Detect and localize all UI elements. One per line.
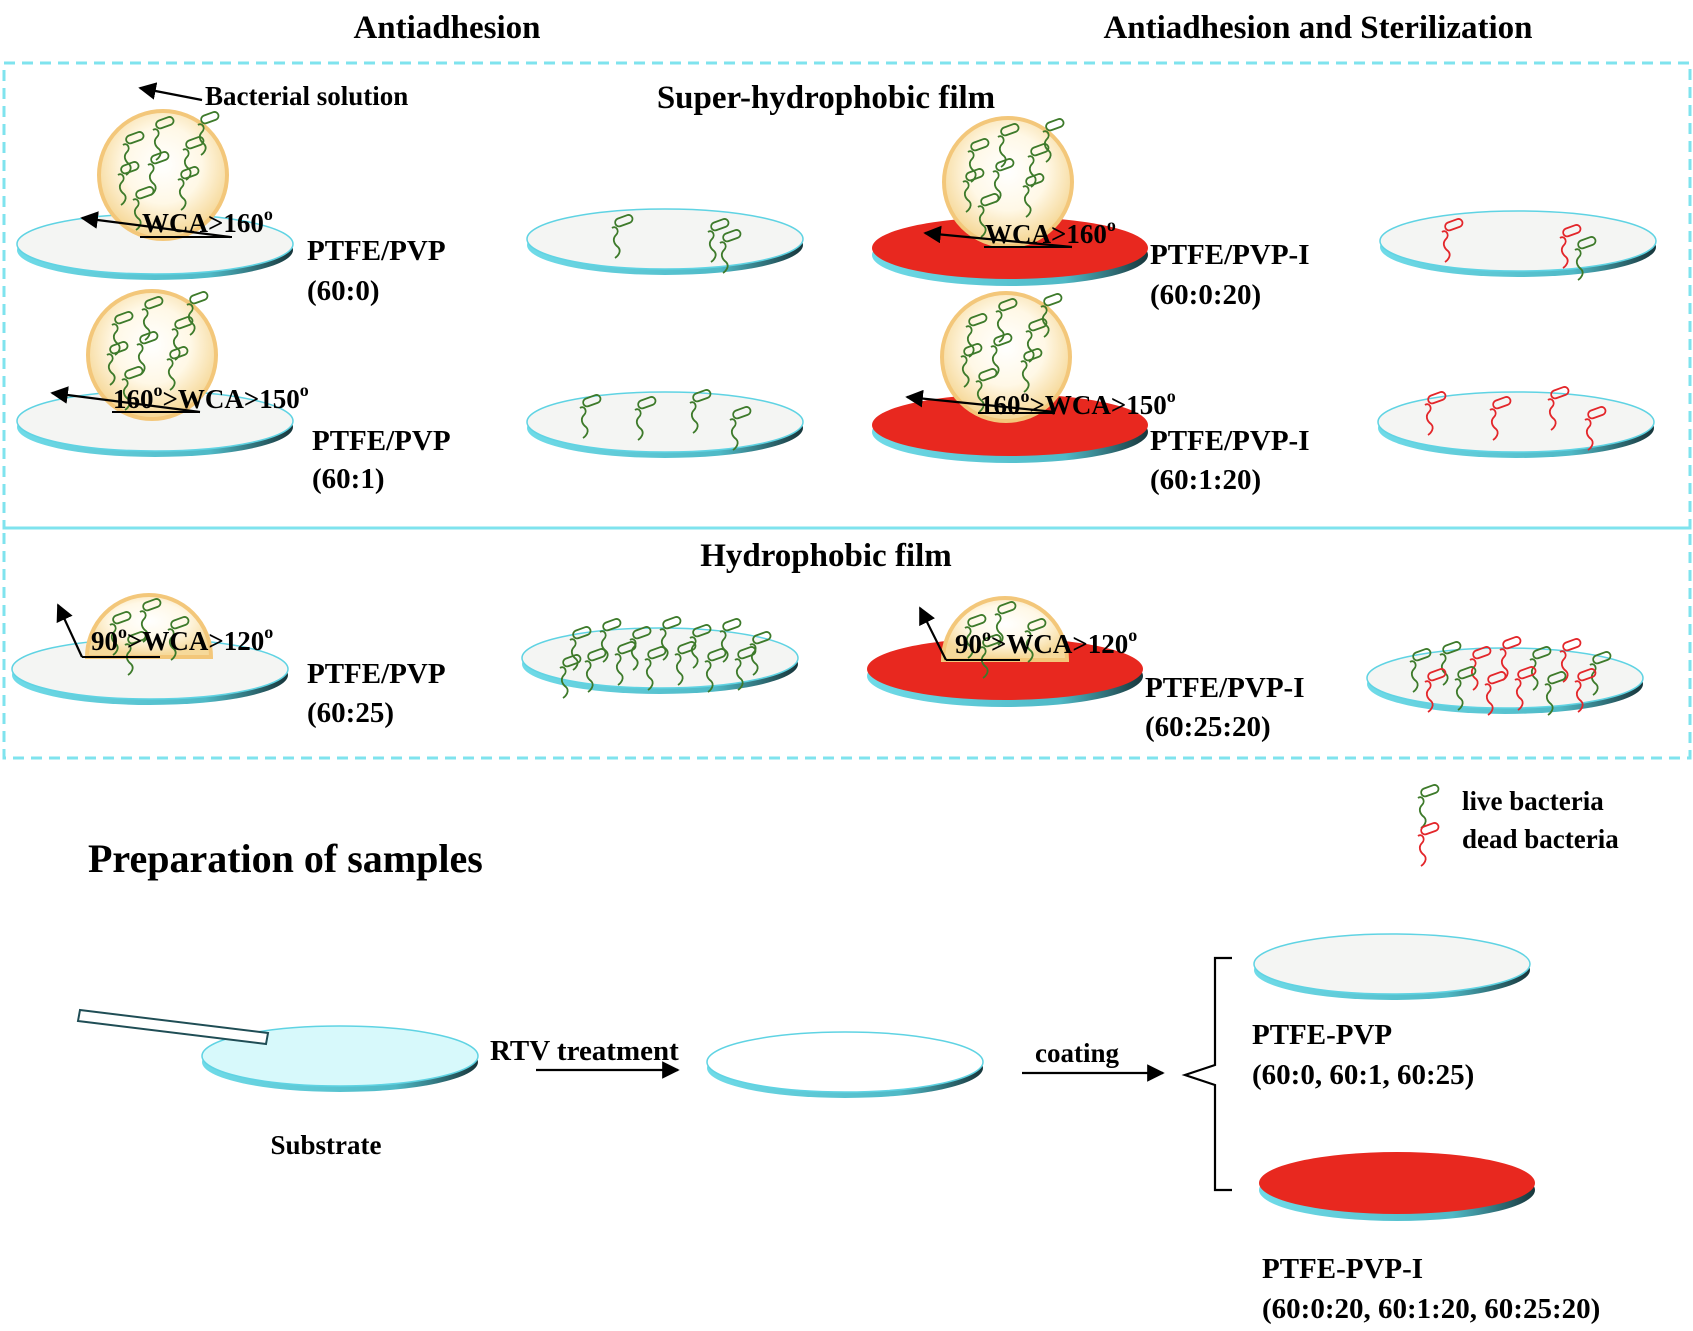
step-rtv-treatment: RTV treatment: [490, 1035, 679, 1067]
slide-glass: [76, 1008, 270, 1046]
legend-dead-label: dead bacteria: [1462, 824, 1619, 854]
substrate-label: Substrate: [270, 1130, 381, 1160]
droplet-pvpi-60-1-20: [940, 291, 1072, 423]
substrate-dish: [201, 1025, 479, 1092]
angle-arrow-5: [56, 603, 83, 658]
sample-ratio-pvpi-60-0-20: (60:0:20): [1150, 279, 1261, 311]
treated-dish: [706, 1031, 984, 1098]
hydrophobic-title: Hydrophobic film: [700, 538, 952, 574]
super-hydrophobic-frame: [2, 61, 1692, 530]
dish-pvpi-60-25-20: [867, 638, 1143, 707]
angle-arrow-1: [80, 211, 231, 239]
angle-arrow-4: [905, 389, 1056, 414]
wca-label-1: WCA>160o: [142, 204, 273, 238]
result-dish-pvp-60-0: [526, 208, 804, 275]
wca-label-4: 160o>WCA>150o: [980, 386, 1176, 420]
sample-name-pvp-60-0: PTFE/PVP: [307, 235, 446, 267]
droplet-pvp-60-1: [86, 289, 218, 421]
sample-ratio-pvp-60-0: (60:0): [307, 275, 379, 307]
product-a-name: PTFE-PVP: [1252, 1019, 1392, 1051]
sample-ratio-pvp-60-1: (60:1): [312, 463, 384, 495]
product-b-ratios: (60:0:20, 60:1:20, 60:25:20): [1262, 1293, 1600, 1325]
product-dish-pvp: [1253, 933, 1531, 1000]
product-dish-pvpi: [1259, 1152, 1535, 1221]
droplet-pvp-60-25: [84, 593, 214, 676]
wca-label-6: 90o>WCA>120o: [955, 625, 1137, 659]
dish-pvpi-60-1-20: [872, 394, 1148, 463]
legend-live-icon: [1417, 782, 1441, 829]
callout-arrow: [138, 82, 203, 102]
angle-arrow-3: [50, 386, 201, 414]
sample-ratio-pvpi-60-1-20: (60:1:20): [1150, 464, 1261, 496]
angle-arrow-6: [919, 606, 947, 661]
droplet-pvp-60-0: [97, 109, 229, 241]
sample-ratio-pvp-60-25: (60:25): [307, 697, 394, 729]
step-coating: coating: [1035, 1038, 1119, 1068]
result-dish-pvpi-60-0-20: [1379, 210, 1657, 281]
product-b-name: PTFE-PVP-I: [1262, 1253, 1423, 1285]
bracket: [1181, 956, 1232, 1192]
legend: live bacteria dead bacteria: [1417, 782, 1619, 867]
sample-name-pvpi-60-0-20: PTFE/PVP-I: [1150, 239, 1310, 271]
result-dish-pvp-60-25: [521, 614, 799, 699]
product-a-ratios: (60:0, 60:1, 60:25): [1252, 1059, 1474, 1091]
sample-ratio-pvpi-60-25-20: (60:25:20): [1145, 711, 1271, 743]
wca-label-5: 90o>WCA>120o: [91, 622, 273, 656]
header-antiadhesion-sterilization: Antiadhesion and Sterilization: [1103, 10, 1532, 46]
result-dish-pvpi-60-25-20: [1366, 634, 1644, 716]
legend-dead-icon: [1417, 820, 1441, 867]
super-hydrophobic-title: Super-hydrophobic film: [657, 80, 995, 116]
legend-live-label: live bacteria: [1462, 786, 1604, 816]
result-dish-pvp-60-1: [526, 387, 804, 458]
sample-name-pvp-60-25: PTFE/PVP: [307, 658, 446, 690]
sample-name-pvpi-60-25-20: PTFE/PVP-I: [1145, 672, 1305, 704]
droplet-pvpi-60-25-20: [940, 596, 1070, 679]
header-antiadhesion: Antiadhesion: [353, 10, 540, 46]
sample-name-pvp-60-1: PTFE/PVP: [312, 425, 451, 457]
angle-arrow-2: [923, 225, 1073, 249]
wca-label-3: 160o>WCA>150o: [113, 380, 309, 414]
result-dish-pvpi-60-1-20: [1377, 384, 1655, 458]
callout-bacterial-solution: Bacterial solution: [205, 81, 408, 111]
wca-label-2: WCA>160o: [985, 215, 1116, 249]
hydrophobic-frame: [2, 526, 1692, 760]
sample-name-pvpi-60-1-20: PTFE/PVP-I: [1150, 425, 1310, 457]
dish-pvp-60-1: [16, 390, 294, 457]
preparation-title: Preparation of samples: [88, 836, 483, 881]
